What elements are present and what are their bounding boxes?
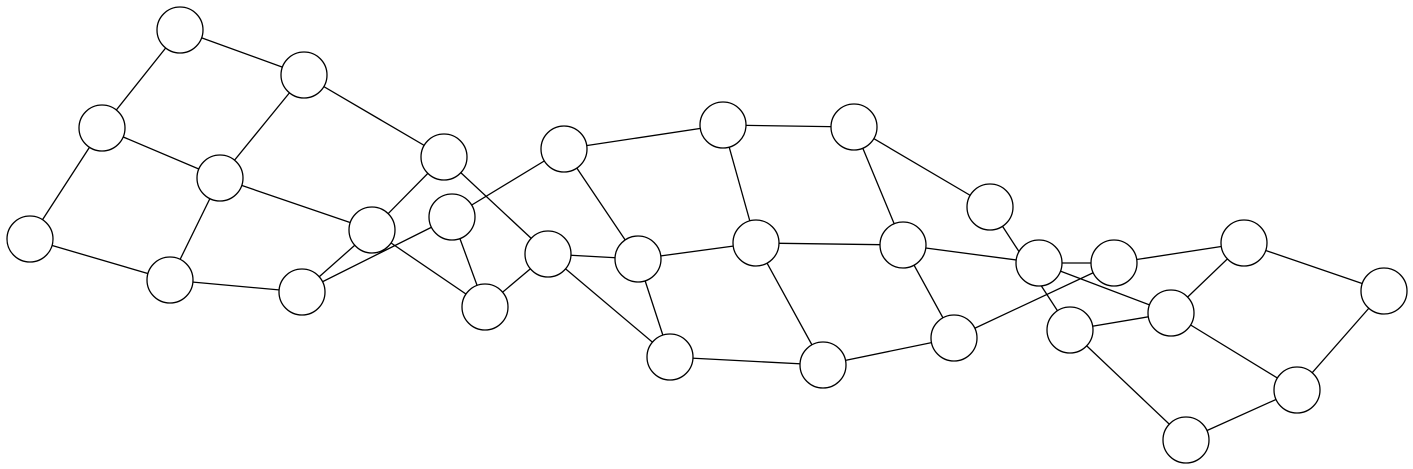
graph-edge (303, 74, 445, 158)
graph-edge (669, 356, 824, 366)
graph-node (78, 104, 126, 152)
graph-edge (563, 124, 724, 150)
graph-node (156, 6, 204, 54)
graph-node (1015, 239, 1063, 287)
graph-nodes (6, 6, 1408, 464)
graph-edge (755, 242, 904, 246)
graph-node (428, 193, 476, 241)
graph-node (1147, 289, 1195, 337)
graph-edge (1170, 312, 1298, 391)
graph-node (699, 101, 747, 149)
graph-edge (1069, 329, 1187, 441)
graph-node (1090, 239, 1138, 287)
graph-node (799, 341, 847, 389)
graph-node (420, 133, 468, 181)
graph-edge (443, 156, 549, 255)
graph-node (732, 219, 780, 267)
graph-edge (547, 253, 671, 358)
graph-node (830, 103, 878, 151)
graph-node (930, 314, 978, 362)
graph-node (1220, 219, 1268, 267)
graph-node (1162, 416, 1210, 464)
graph-edge (301, 216, 453, 293)
graph-node (1046, 306, 1094, 354)
graph-node (646, 333, 694, 381)
graph-node (540, 125, 588, 173)
graph-edge (853, 126, 991, 208)
graph-node (280, 51, 328, 99)
graph-node (1273, 366, 1321, 414)
graph-node (348, 206, 396, 254)
graph-edges (29, 29, 1385, 441)
graph-edge (29, 238, 171, 281)
graph-node (146, 256, 194, 304)
graph-node (966, 183, 1014, 231)
graph-edge (1243, 242, 1385, 292)
graph-node (1360, 267, 1408, 315)
graph-edge (953, 262, 1115, 339)
graph-edge (219, 177, 373, 231)
graph-node (879, 221, 927, 269)
graph-node (196, 154, 244, 202)
graph-node (6, 215, 54, 263)
graph-node (278, 268, 326, 316)
graph-node (461, 283, 509, 331)
graph-node (614, 235, 662, 283)
graph-node (524, 230, 572, 278)
